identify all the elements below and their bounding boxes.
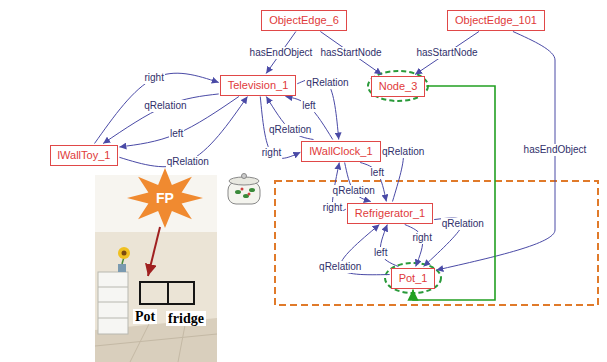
node-label: lWallToy_1 (58, 149, 111, 162)
pot-leaf (249, 188, 255, 192)
edge-label: qRelation (166, 156, 210, 168)
object-node: ObjectEdge_6 (261, 10, 347, 31)
relation-edge (405, 225, 423, 267)
object-frame (168, 282, 194, 304)
edge-label: left (301, 100, 316, 112)
node-label: Pot_1 (399, 272, 428, 285)
relation-edge (119, 97, 238, 147)
edge-label: qRelation (318, 261, 362, 273)
edge-label: qRelation (268, 124, 312, 136)
node-label: ObjectEdge_101 (455, 14, 537, 27)
edge-label: right (412, 232, 433, 244)
node-label: Refrigerator_1 (355, 207, 425, 220)
edge-label: right (261, 147, 282, 159)
relation-edge (380, 225, 398, 267)
edge-label: qRelation (441, 218, 485, 230)
edge-label: hasEndObject (523, 144, 588, 156)
object-node: lWallClock_1 (301, 141, 380, 162)
photo-label: Pot (133, 309, 157, 324)
edge-label: right (322, 202, 343, 214)
relation-edge (415, 32, 479, 75)
highlight-ellipse (368, 71, 428, 101)
photo-label: fridge (166, 311, 206, 326)
edge-label: left (370, 167, 385, 179)
pot-icon (228, 174, 260, 205)
edge-label: qRelation (143, 100, 187, 112)
edge-label: right (143, 72, 164, 84)
relation-edge (95, 73, 219, 143)
starburst (127, 168, 203, 228)
pointer-arrow (148, 227, 160, 276)
object-node: ObjectEdge_101 (447, 10, 545, 31)
edge-label: qRelation (305, 77, 349, 89)
group-outline (275, 181, 598, 305)
node-label: Node_3 (379, 80, 418, 93)
pot-flower (248, 193, 251, 196)
object-node: lWallToy_1 (50, 145, 119, 166)
edge-label: left (373, 247, 388, 259)
object-node: Television_1 (220, 75, 297, 96)
node-label: ObjectEdge_6 (269, 14, 339, 27)
node-label: lWallClock_1 (309, 145, 372, 158)
object-node: Node_3 (371, 76, 426, 97)
edge-label: left (169, 128, 184, 140)
edge-label: qRelation (332, 185, 376, 197)
sunflower-center (122, 251, 127, 256)
node-label: Television_1 (228, 79, 289, 92)
pot-knob (242, 174, 247, 179)
sunflower (118, 247, 130, 259)
edge-label: qRelation (381, 146, 425, 158)
vase (118, 264, 126, 272)
photo-wall (95, 232, 217, 362)
relation-edge (320, 32, 381, 75)
highlight-ellipse (385, 263, 441, 293)
pot-leaf (235, 190, 241, 194)
object-node: Pot_1 (391, 268, 436, 289)
callout-text: FP (156, 190, 174, 206)
pot-flower (241, 188, 244, 191)
edge-label: hasStartNode (319, 47, 382, 59)
edge-label: hasStartNode (415, 47, 478, 59)
object-node: Refrigerator_1 (347, 203, 433, 224)
edge-label: hasEndObject (249, 47, 314, 59)
cabinet-drawers (98, 287, 128, 318)
relation-edge (103, 94, 219, 144)
object-frame (140, 282, 168, 304)
cabinet (98, 272, 128, 334)
